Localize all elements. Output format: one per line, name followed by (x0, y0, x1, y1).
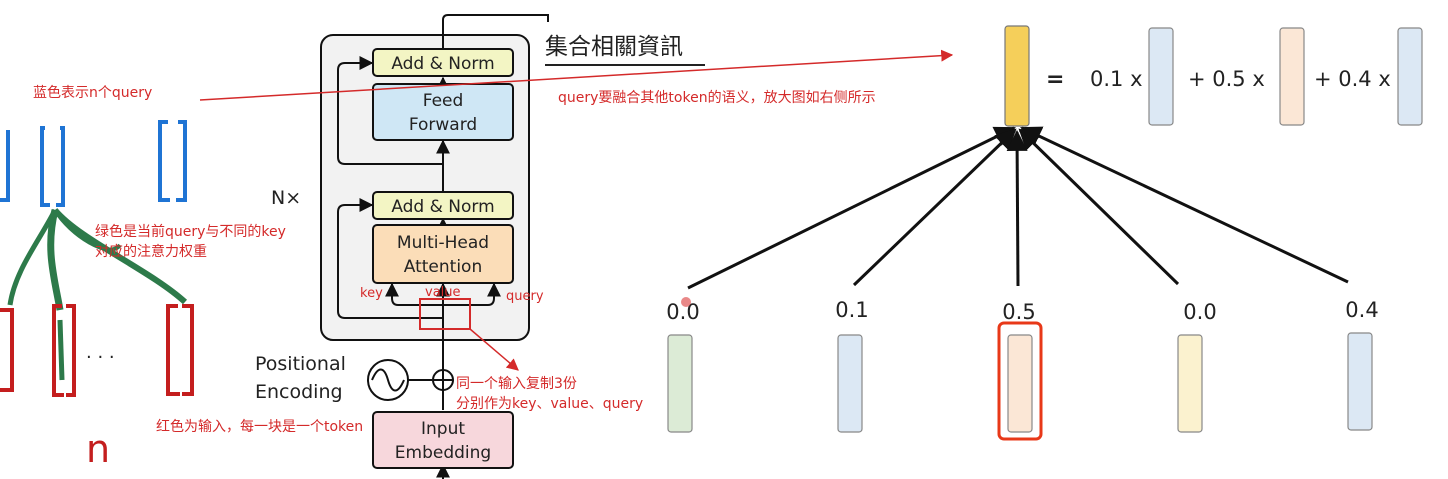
green-note-line2: 对应的注意力权重 (95, 243, 207, 260)
equation-term3: + 0.4 x (1314, 67, 1391, 91)
cursor-dot (681, 297, 691, 307)
value-label: value (425, 285, 461, 300)
query-fuse-note: query要融合其他token的语义，放大图如右侧所示 (558, 90, 876, 106)
input-embedding-box (372, 411, 514, 469)
blue-note: 蓝色表示n个query (33, 84, 152, 101)
token-vector-1 (837, 334, 863, 433)
weight-4: 0.4 (1345, 298, 1378, 322)
equation-term2: + 0.5 x (1188, 67, 1265, 91)
query-pointer-arrow (199, 49, 954, 101)
term1-vector (1148, 27, 1174, 126)
sine-wave-icon (367, 359, 409, 401)
weight-2: 0.5 (1002, 300, 1035, 324)
mha-label-2: Attention (404, 257, 482, 277)
add-norm-bottom-label: Add & Norm (391, 197, 494, 217)
pos-enc-label-1: Positional (255, 353, 346, 375)
green-note-line1: 绿色是当前query与不同的key (95, 223, 286, 240)
feed-forward-box (372, 83, 514, 141)
input-brackets (0, 304, 194, 397)
query-label: query (506, 289, 544, 304)
weight-1: 0.1 (835, 298, 868, 322)
dots: . . . (86, 342, 115, 363)
input-embedding-label-1: Input (421, 419, 465, 439)
attention-weight-strokes (7, 208, 188, 381)
mha-label-1: Multi-Head (397, 233, 489, 253)
nx-label: N× (271, 187, 301, 209)
feed-forward-label-1: Feed (423, 91, 464, 111)
token-vector-4 (1347, 332, 1373, 431)
equals-sign: = (1046, 67, 1064, 92)
input-embedding-label-2: Embedding (395, 443, 491, 463)
equation-term1: 0.1 x (1090, 67, 1143, 91)
add-norm-bottom-box (372, 191, 514, 220)
copy-note-line2: 分别作为key、value、query (456, 396, 643, 412)
weight-fan-arrows (687, 126, 1349, 290)
token-vector-0 (667, 334, 693, 433)
split-highlight-box (419, 298, 471, 330)
query-brackets (0, 120, 187, 207)
red-note: 红色为输入，每一块是一个token (156, 418, 363, 435)
term2-vector (1279, 27, 1305, 126)
weight-3: 0.0 (1183, 300, 1216, 324)
split-pointer-arrow (469, 328, 519, 371)
slide-title: 集合相關資訊 (545, 34, 683, 60)
query-result-vector (1004, 25, 1030, 127)
handwritten-n: n (86, 427, 110, 471)
token-vector-3 (1177, 334, 1203, 433)
add-circle-icon (432, 369, 454, 391)
copy-note-line1: 同一个输入复制3份 (456, 375, 577, 392)
multi-head-attention-box (372, 224, 514, 284)
key-label: key (360, 286, 383, 301)
add-norm-top-label: Add & Norm (391, 54, 494, 74)
term3-vector (1397, 27, 1423, 126)
token-vector-2 (1007, 334, 1033, 433)
pos-enc-label-2: Encoding (255, 381, 343, 403)
add-norm-top-box (372, 48, 514, 77)
highlight-box-token-2 (997, 321, 1043, 441)
feed-forward-label-2: Forward (409, 115, 477, 135)
